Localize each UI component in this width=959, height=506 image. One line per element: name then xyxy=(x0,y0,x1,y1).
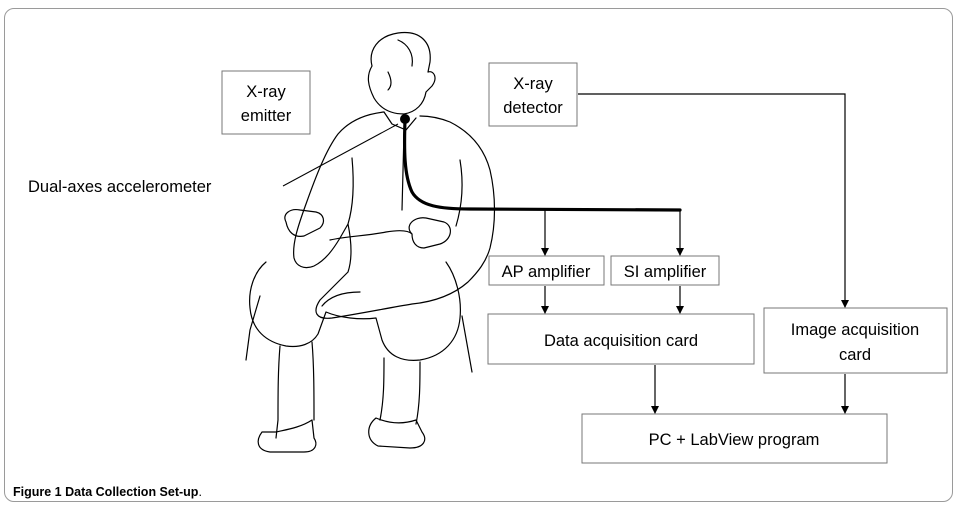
person-head xyxy=(367,31,436,115)
person-right-shoe xyxy=(368,417,426,449)
arrow-detector-to-image-card xyxy=(578,93,849,308)
connectors xyxy=(541,93,849,414)
figure-frame xyxy=(4,8,953,502)
person-left-hand xyxy=(284,209,325,237)
sensor-cable xyxy=(402,118,682,212)
person-jacket xyxy=(293,111,496,319)
xray-emitter-box xyxy=(221,70,311,135)
xray-emitter-label-line1: X-ray xyxy=(246,83,286,101)
figure-caption-title: Figure 1 Data Collection Set-up xyxy=(13,485,199,499)
person-lower-leg-right xyxy=(379,357,421,425)
si-amplifier-box xyxy=(610,255,720,286)
data-acquisition-card-label: Data acquisition card xyxy=(544,332,698,350)
image-acquisition-card-box xyxy=(763,307,948,374)
ap-amplifier-label: AP amplifier xyxy=(502,263,591,281)
xray-emitter-label-line2: emitter xyxy=(241,107,292,125)
accelerometer-label: Dual-axes accelerometer xyxy=(28,178,212,196)
si-amplifier-label: SI amplifier xyxy=(624,263,707,281)
image-acquisition-card-label-line1: Image acquisition xyxy=(791,321,919,339)
person-right-hand xyxy=(408,217,451,249)
pc-labview-box xyxy=(581,413,888,464)
person-thighs xyxy=(249,261,461,361)
person-neck xyxy=(383,111,417,131)
xray-detector-box xyxy=(488,62,578,127)
person-left-shoe xyxy=(257,419,317,453)
xray-detector-label-line1: X-ray xyxy=(513,75,553,93)
figure-caption-period: . xyxy=(198,485,202,499)
seated-person-illustration xyxy=(245,31,496,453)
person-lower-leg-left xyxy=(275,341,315,439)
xray-detector-label-line2: detector xyxy=(503,99,563,117)
figure-caption: Figure 1 Data Collection Set-up. xyxy=(13,485,202,499)
chair-seat xyxy=(245,295,261,361)
accelerometer-leader-line xyxy=(282,123,399,187)
image-acquisition-card-label-line2: card xyxy=(839,346,871,364)
data-acquisition-card-box xyxy=(487,313,755,365)
ap-amplifier-box xyxy=(488,255,605,286)
pc-labview-label: PC + LabView program xyxy=(649,431,820,449)
